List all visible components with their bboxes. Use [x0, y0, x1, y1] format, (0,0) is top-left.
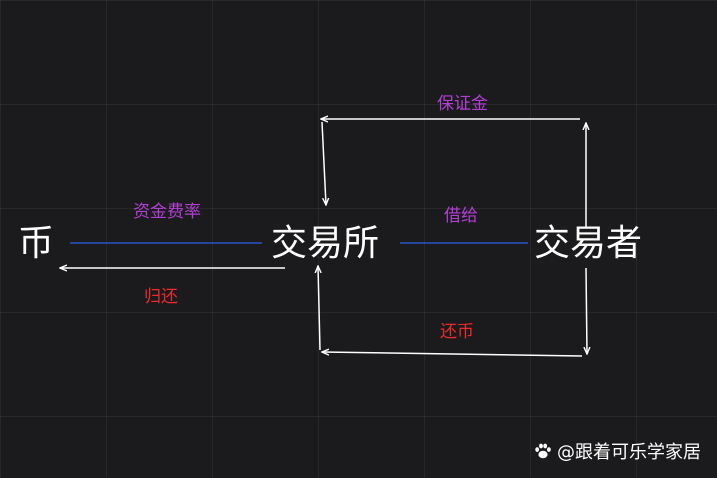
paw-icon [535, 443, 551, 459]
margin-arrow-down [321, 121, 326, 205]
label-margin: 保证金 [437, 94, 488, 114]
return-coin-arrow-down [586, 267, 587, 354]
node-coin: 币 [18, 223, 55, 264]
return-coin-arrow-left [322, 352, 583, 357]
node-exchange: 交易所 [271, 223, 380, 264]
label-return: 归还 [144, 287, 178, 307]
label-return-coin: 还币 [440, 322, 474, 342]
label-lend: 借给 [444, 206, 478, 226]
label-funding-rate: 资金费率 [133, 202, 201, 222]
watermark: @跟着可乐学家居 [533, 438, 701, 464]
node-trader: 交易者 [534, 223, 643, 264]
return-coin-arrow-up [318, 266, 320, 351]
watermark-text: @跟着可乐学家居 [557, 442, 701, 463]
